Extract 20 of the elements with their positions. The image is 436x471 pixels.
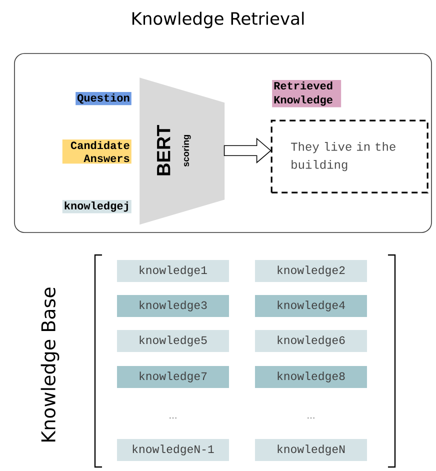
knowledge-cell: knowledge2 bbox=[255, 260, 367, 282]
knowledge-cell: knowledge7 bbox=[117, 366, 229, 388]
knowledge-cell: knowledge5 bbox=[117, 330, 229, 352]
panel bbox=[14, 53, 432, 233]
retrieved-box: They live in the building bbox=[270, 120, 428, 194]
input-label: knowledgej bbox=[62, 200, 132, 214]
title: Knowledge Retrieval bbox=[132, 12, 304, 28]
axis-label: Knowledge Base bbox=[40, 288, 60, 442]
knowledge-cell: knowledge6 bbox=[255, 330, 367, 352]
output-label: Retrieved Knowledge bbox=[272, 80, 342, 108]
arrow bbox=[224, 138, 272, 164]
knowledge-cell: knowledge1 bbox=[117, 260, 229, 282]
knowledge-cell: knowledge8 bbox=[255, 366, 367, 388]
knowledge-cell: knowledgeN bbox=[255, 439, 367, 461]
input-label: Question bbox=[76, 92, 132, 106]
knowledge-cell: knowledge4 bbox=[255, 295, 367, 317]
knowledge-cell: knowledgeN-1 bbox=[117, 439, 229, 461]
knowledge-cell: knowledge3 bbox=[117, 295, 229, 317]
input-label: Candidate Answers bbox=[62, 140, 132, 164]
scoring-model: BERT scoring bbox=[140, 78, 225, 225]
